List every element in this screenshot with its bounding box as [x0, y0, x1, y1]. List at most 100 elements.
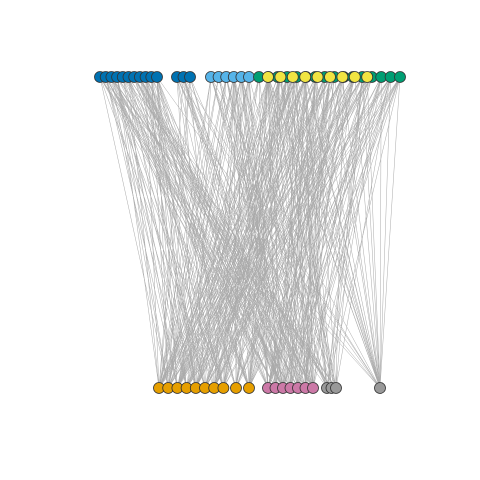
edge: [116, 76, 178, 389]
edge: [116, 76, 160, 389]
edge: [139, 76, 284, 389]
edge: [158, 76, 184, 389]
edge: [326, 76, 401, 389]
edge: [167, 76, 191, 389]
edge: [267, 76, 337, 389]
edge: [275, 76, 401, 389]
edge: [111, 76, 169, 389]
edge: [248, 76, 391, 389]
top-node: [243, 71, 255, 83]
edge: [235, 76, 368, 389]
edge: [326, 76, 368, 389]
edge: [139, 76, 299, 389]
edge: [176, 76, 314, 389]
edge: [296, 76, 381, 389]
edge: [305, 76, 343, 389]
edge: [235, 76, 343, 389]
edge: [158, 76, 242, 389]
top-node-layer: [94, 71, 406, 83]
edge: [195, 76, 318, 389]
edge: [204, 76, 368, 389]
edge: [248, 76, 326, 389]
edge: [167, 76, 219, 389]
top-node: [274, 71, 287, 83]
edge: [156, 76, 187, 389]
bottom-node: [330, 382, 342, 394]
bottom-node-layer: [153, 382, 386, 394]
edge: [282, 76, 401, 389]
edge: [304, 76, 381, 389]
edge: [213, 76, 368, 389]
edge: [177, 76, 269, 389]
edge: [297, 76, 401, 389]
edge: [167, 76, 279, 389]
edge: [128, 76, 160, 389]
edge: [156, 76, 250, 389]
edge: [235, 76, 288, 389]
top-node: [151, 71, 163, 83]
edge: [326, 76, 382, 389]
edge: [362, 76, 381, 389]
edge: [133, 76, 250, 389]
top-node: [324, 71, 336, 83]
edge: [158, 76, 212, 389]
edge: [158, 76, 344, 389]
edge: [280, 76, 381, 389]
top-node: [348, 71, 361, 83]
edge: [105, 76, 269, 389]
edge: [248, 76, 354, 389]
edge: [158, 76, 306, 389]
edge: [213, 76, 356, 389]
edge: [186, 76, 318, 389]
bottom-node: [307, 382, 319, 394]
edge: [177, 76, 343, 389]
edge-layer: [99, 76, 401, 389]
edge: [282, 76, 382, 389]
edge: [158, 76, 235, 389]
edge: [280, 76, 337, 389]
edge: [312, 76, 391, 389]
edge: [128, 76, 224, 389]
edge: [366, 76, 381, 389]
top-node: [286, 71, 299, 83]
top-node: [336, 71, 349, 83]
edge: [342, 76, 381, 389]
edge: [204, 76, 318, 389]
edge: [275, 76, 279, 389]
bottom-node: [243, 382, 255, 394]
edge: [267, 76, 391, 389]
bottom-node: [230, 382, 242, 394]
edge: [145, 76, 187, 389]
edge: [195, 76, 281, 389]
edge: [290, 76, 331, 389]
edge: [297, 76, 368, 389]
edge: [167, 76, 212, 389]
edge: [145, 76, 237, 389]
edge: [145, 76, 160, 389]
edge: [158, 76, 219, 389]
edge: [128, 76, 187, 389]
edge: [223, 76, 250, 389]
edge: [304, 76, 328, 389]
edge: [167, 76, 242, 389]
edge: [235, 76, 356, 389]
edge: [158, 76, 297, 389]
edge: [167, 76, 227, 389]
edge: [158, 76, 294, 389]
edge: [297, 76, 391, 389]
edge: [186, 76, 306, 389]
edge: [156, 76, 178, 389]
edge: [213, 76, 343, 389]
top-node: [361, 71, 374, 83]
edge: [267, 76, 368, 389]
edge: [186, 76, 373, 389]
edge: [305, 76, 391, 389]
edge: [158, 76, 281, 389]
edge: [267, 76, 343, 389]
edge: [158, 76, 227, 389]
edge: [282, 76, 373, 389]
edge: [290, 76, 382, 389]
edge: [158, 76, 279, 389]
